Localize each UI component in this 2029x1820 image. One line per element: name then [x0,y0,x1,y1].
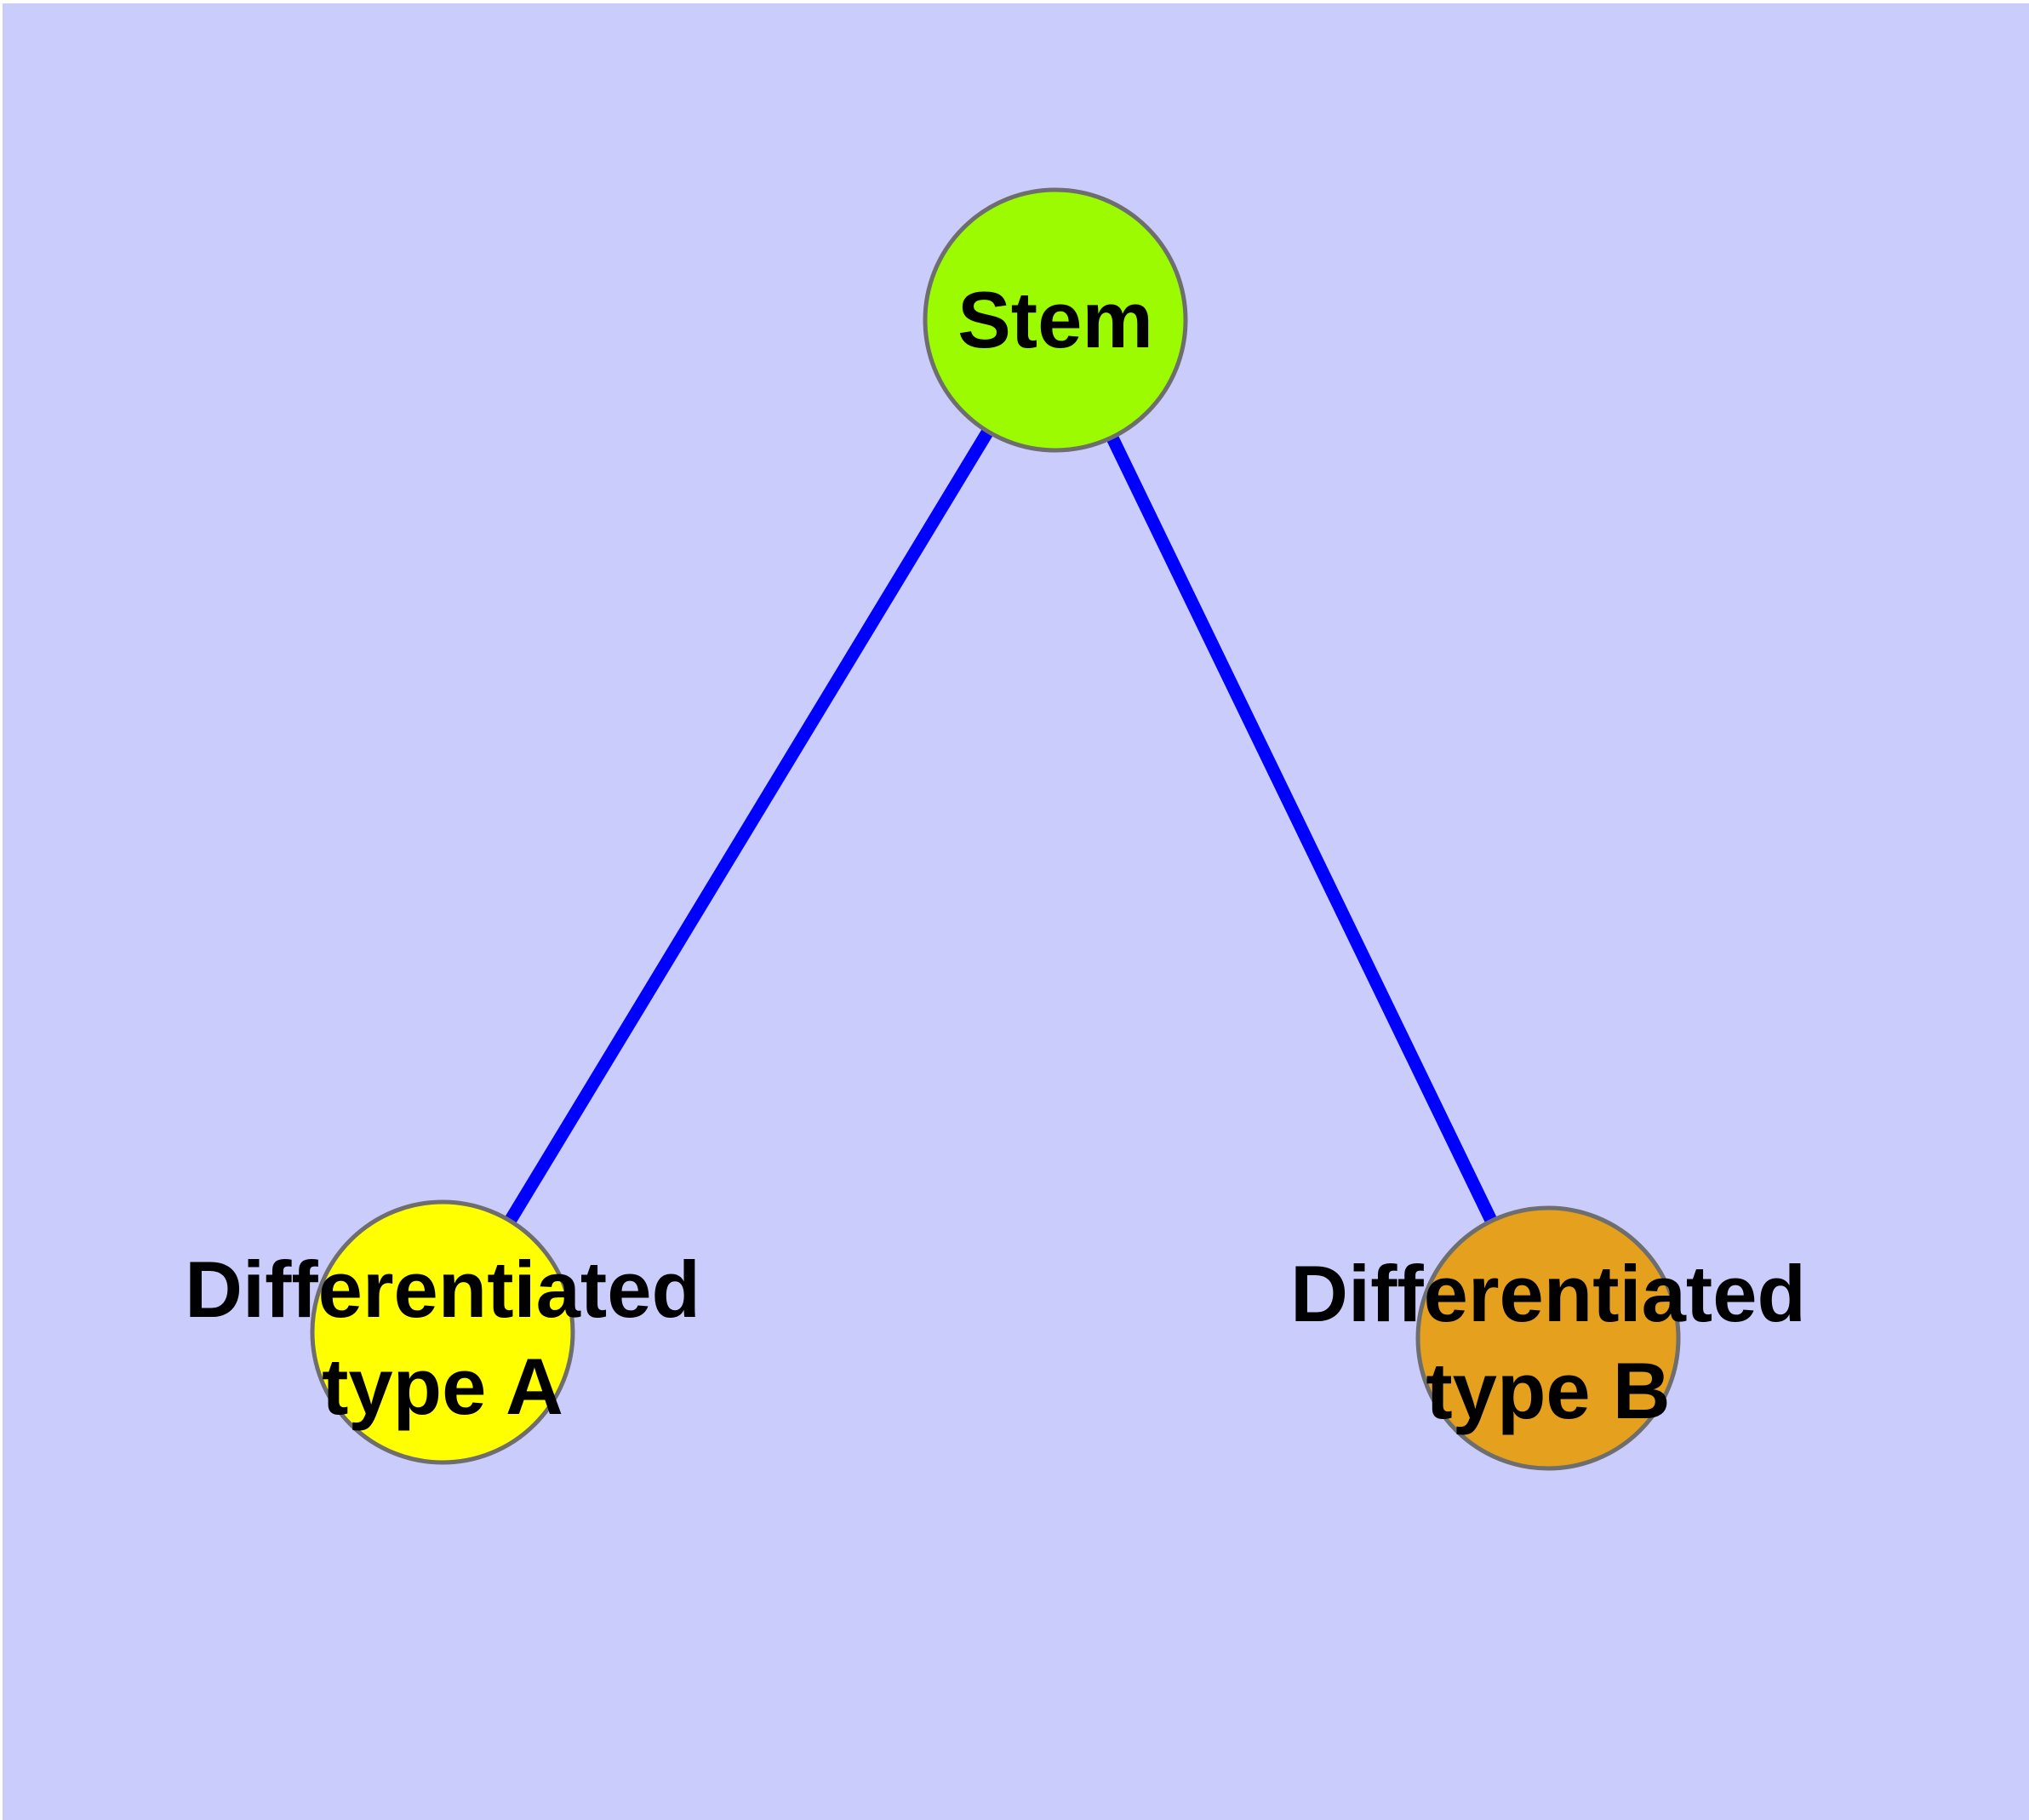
node-type-a-label-line1: Differentiated [185,1245,700,1334]
node-stem [923,187,1188,453]
node-stem-label: Stem [957,275,1153,364]
edge-stem-to-type-a [437,317,1061,1336]
edge-stem-to-type-b [1049,317,1554,1342]
node-differentiated-type-b [1415,1205,1681,1471]
node-type-b-label-line1: Differentiated [1290,1249,1806,1338]
node-type-a-label-line2: type A [322,1342,563,1431]
node-type-b-label-line2: type B [1426,1346,1670,1435]
node-differentiated-type-a [310,1199,575,1465]
